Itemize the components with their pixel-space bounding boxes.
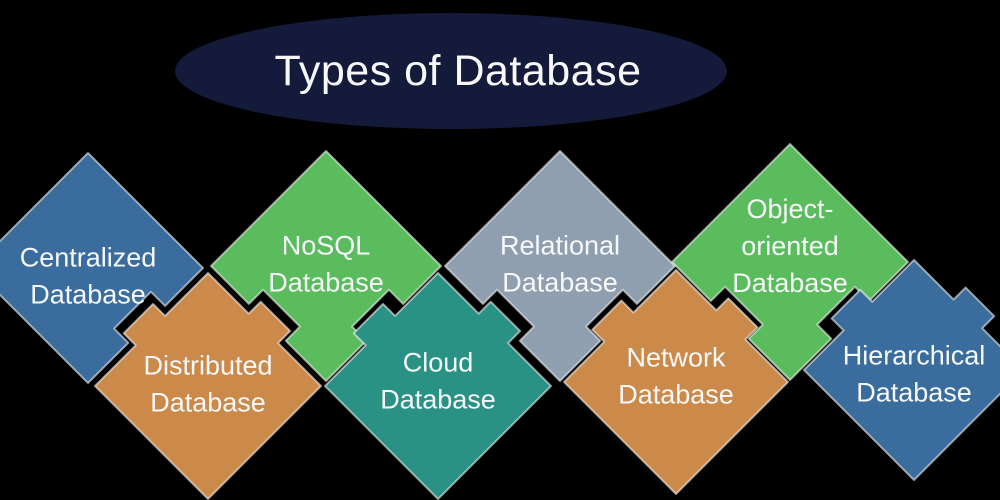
relational-database-piece bbox=[444, 150, 676, 382]
title-ellipse: Types of Database bbox=[175, 13, 727, 129]
hierarchical-database-piece bbox=[803, 259, 1000, 481]
distributed-database-piece bbox=[94, 272, 322, 500]
nosql-database-piece bbox=[210, 150, 442, 382]
cloud-database-piece bbox=[324, 272, 552, 500]
network-database-piece bbox=[563, 269, 789, 495]
diagram-title: Types of Database bbox=[274, 46, 642, 95]
centralized-database-piece bbox=[0, 152, 204, 384]
